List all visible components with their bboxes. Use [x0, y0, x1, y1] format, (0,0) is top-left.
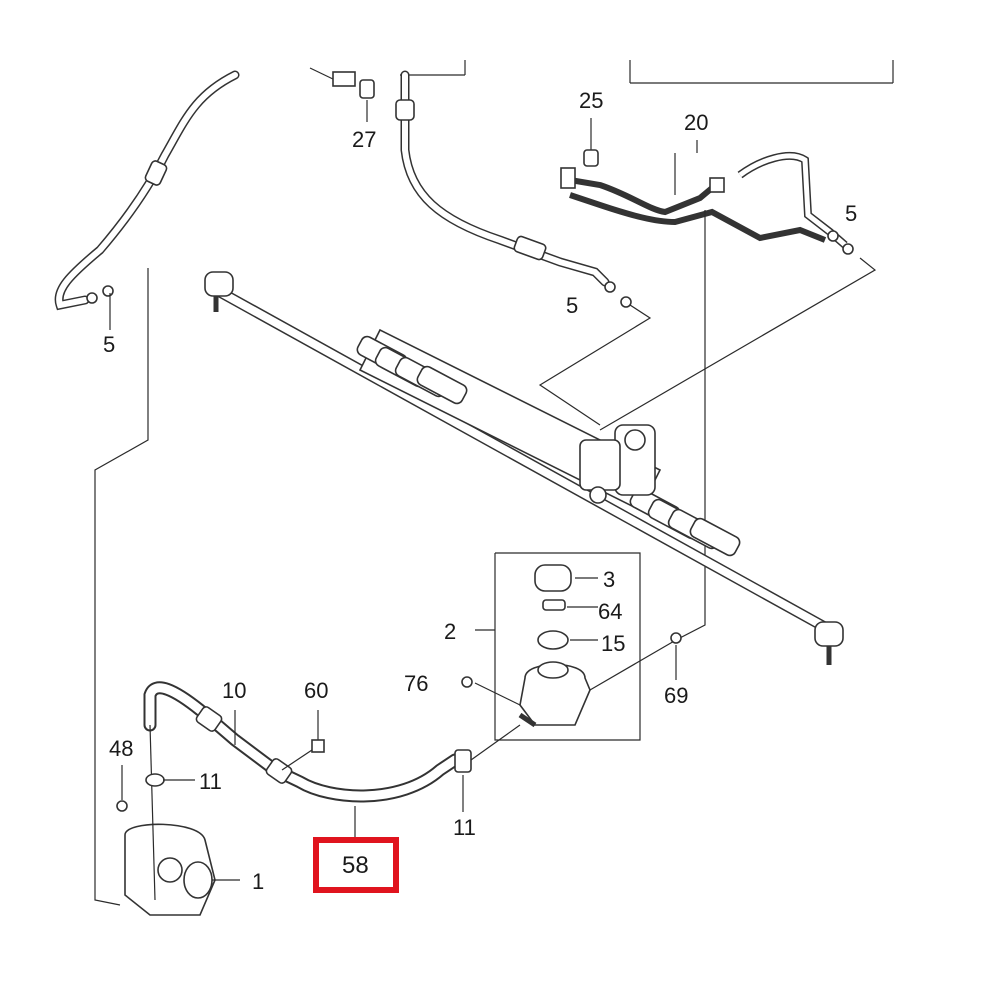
rack-boot-right	[629, 487, 741, 557]
pressure-hose-center	[395, 70, 652, 426]
callout-69: 69	[664, 683, 688, 708]
callout-labels: 1 2 3 5 5 5 10 11 11 15 20 25 27 48 60 6…	[103, 88, 857, 894]
rack-boot-left	[356, 335, 468, 405]
callout-1: 1	[252, 869, 264, 894]
callout-2: 2	[444, 619, 456, 644]
callout-11-right: 11	[453, 815, 476, 840]
callout-15: 15	[601, 631, 625, 656]
callout-5-right: 5	[845, 201, 857, 226]
callout-58: 58	[342, 852, 369, 879]
callout-5-left: 5	[103, 332, 115, 357]
frame-lines	[94, 60, 894, 906]
callout-20: 20	[684, 110, 708, 135]
callout-76: 76	[404, 671, 428, 696]
callout-48: 48	[109, 736, 133, 761]
return-hose-left	[54, 70, 240, 330]
callout-10: 10	[222, 678, 246, 703]
callout-5-center: 5	[566, 293, 578, 318]
cooler-lines-20	[560, 118, 877, 641]
highlight-58: 58	[313, 837, 399, 893]
callout-3: 3	[603, 567, 615, 592]
bolt-27	[309, 67, 375, 122]
callout-64: 64	[598, 599, 622, 624]
callout-11-left: 11	[199, 769, 222, 794]
reservoir-assembly	[461, 564, 682, 728]
steering-rack	[204, 271, 844, 665]
callout-27: 27	[352, 127, 376, 152]
reservoir-group-box	[475, 552, 641, 741]
pump-assembly	[116, 724, 240, 916]
suction-hose-58	[143, 681, 521, 838]
callout-60: 60	[304, 678, 328, 703]
callout-25: 25	[579, 88, 603, 113]
highlight-box	[313, 837, 399, 893]
